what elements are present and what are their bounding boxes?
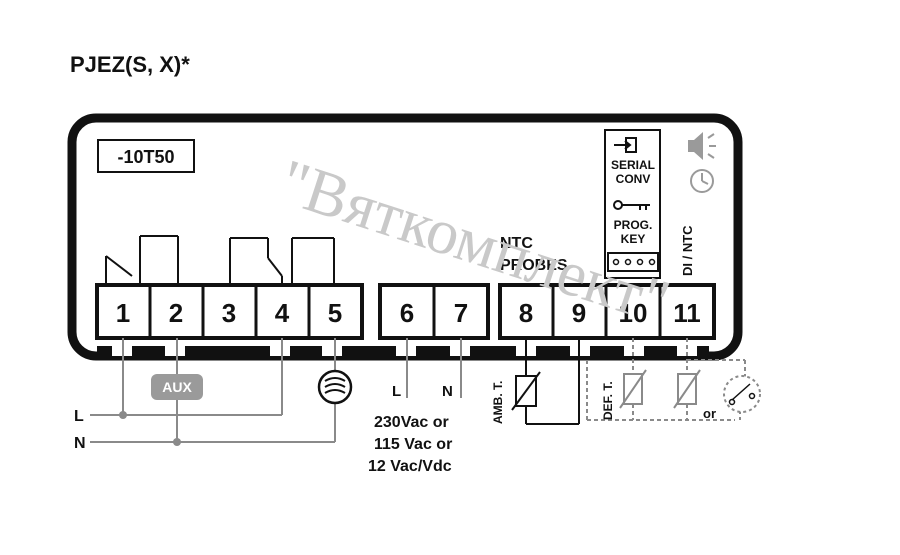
connector-pins [612,258,656,266]
supply-voltage-line2: 115 Vac or [374,436,452,453]
prog-key-label-line1: PROG. [614,218,653,232]
digital-input-switch [723,375,761,413]
defrost-probe-11 [673,369,701,409]
clock-icon [690,169,714,193]
terminal-6: 6 [400,298,414,328]
aux-badge [151,374,203,400]
terminal-7: 7 [454,298,468,328]
or-label: or [703,406,716,421]
terminal-8: 8 [519,298,533,328]
terminal-5: 5 [328,298,342,328]
terminal-9: 9 [572,298,586,328]
ambient-probe [511,338,580,425]
terminal-dividers [148,285,662,338]
buzzer-icon [688,132,716,160]
terminal-3: 3 [222,298,236,328]
aux-label: AUX [162,379,192,395]
terminal-block-1-5 [95,283,364,340]
serial-input-icon [614,137,637,153]
junction-dots [119,411,181,446]
external-wiring [90,338,746,443]
connector-socket [607,252,659,272]
prog-key-label-line2: KEY [621,232,646,246]
key-icon [613,200,650,210]
terminal-4: 4 [275,298,290,328]
terminal-1: 1 [116,298,130,328]
ntc-probes-label-line2: PROBES [500,257,568,274]
ntc-probes-label-line1: NTC [500,235,533,252]
terminal-2: 2 [169,298,183,328]
defrost-probe-10 [619,369,647,409]
line-label-n: N [74,435,86,452]
supply-voltage-line3: 12 Vac/Vdc [368,458,452,475]
line-label-l: L [74,408,84,425]
serial-conv-label-line1: SERIAL [611,158,655,172]
supply-label-l: L [392,383,401,400]
supply-label-n: N [442,383,453,400]
amb-t-label: AMB. T. [491,381,505,424]
terminal-11: 11 [673,298,701,328]
serial-conv-label-line2: CONV [616,172,651,186]
diagram-title: PJEZ(S, X)* [70,52,190,77]
def-t-label: DEF. T. [601,381,615,420]
compressor-icon [317,369,353,405]
supply-voltage-line1: 230Vac or [374,414,449,431]
terminal-10: 10 [619,298,648,328]
terminal-labels: 1 2 3 4 5 6 7 8 9 10 11 [116,298,701,328]
model-label-box [97,139,195,173]
relay-contacts [105,235,335,285]
model-label: -10T50 [117,147,174,167]
di-ntc-label: DI / NTC [680,225,695,276]
